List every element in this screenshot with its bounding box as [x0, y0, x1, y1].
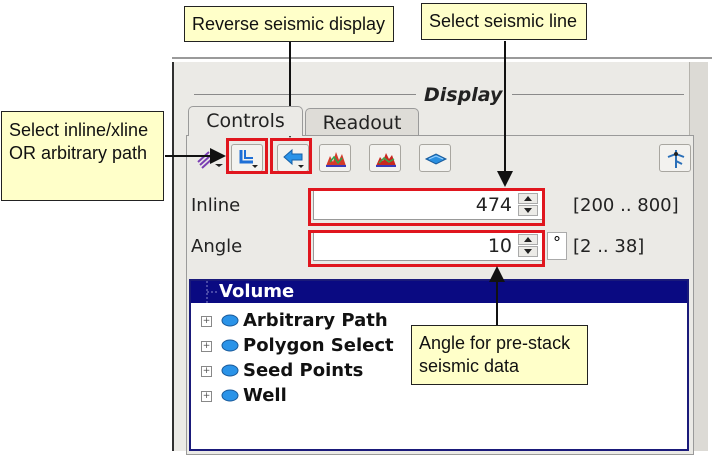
object-icon	[221, 389, 239, 402]
seismic-variable-density-button[interactable]	[369, 144, 401, 172]
seismic-wiggle-icon	[326, 152, 346, 167]
object-icon	[221, 339, 239, 352]
angle-stepper[interactable]	[518, 234, 540, 258]
well-tool-button[interactable]	[659, 144, 691, 172]
highlight-angle-field	[308, 230, 545, 267]
expand-icon[interactable]: +	[201, 341, 212, 352]
tree-item-label: Well	[243, 385, 287, 406]
inline-crossline-selector-button[interactable]	[231, 144, 263, 172]
inline-label: Inline	[191, 195, 241, 216]
dock-title: Display	[424, 84, 503, 106]
callout-select-line: Select seismic line	[421, 3, 587, 40]
callout-select-path-text: Select inline/xline OR arbitrary path	[9, 120, 149, 163]
callout-angle: Angle for pre-stack seismic data	[411, 325, 588, 385]
reverse-display-button[interactable]	[277, 144, 309, 172]
angle-unit: °	[553, 233, 561, 252]
dock-divider	[194, 94, 416, 95]
expand-icon[interactable]: +	[201, 391, 212, 402]
tree-item-label: Seed Points	[243, 360, 364, 381]
tree-item-label: Arbitrary Path	[243, 310, 388, 331]
angle-range: [2 .. 38]	[573, 236, 645, 257]
tree-header-label: Volume	[219, 281, 295, 302]
inline-spinbox[interactable]: 474	[313, 190, 543, 220]
expand-icon[interactable]: +	[201, 366, 212, 377]
angle-spinbox[interactable]: 10	[313, 231, 543, 261]
seismic-wiggle-button[interactable]	[319, 144, 351, 172]
inline-up-arrow[interactable]	[518, 193, 538, 204]
inline-range: [200 .. 800]	[573, 195, 679, 216]
angle-up-arrow[interactable]	[518, 234, 538, 245]
tab-readout-label: Readout	[322, 112, 402, 134]
highlight-selector-button	[226, 138, 268, 174]
tab-controls[interactable]: Controls	[188, 106, 303, 136]
callout-reverse: Reverse seismic display	[184, 6, 394, 42]
tree-item-label: Polygon Select	[243, 335, 394, 356]
reverse-display-icon	[283, 148, 304, 168]
horizon-surface-button[interactable]	[419, 144, 451, 172]
object-tree[interactable]: Volume + Arbitrary Path + Polygon Select…	[189, 279, 689, 451]
tab-controls-label: Controls	[206, 110, 285, 132]
highlight-reverse-button	[270, 138, 312, 174]
dock-divider	[512, 94, 684, 95]
inline-down-arrow[interactable]	[518, 205, 538, 216]
angle-value: 10	[487, 235, 512, 257]
angle-down-arrow[interactable]	[518, 246, 538, 257]
expand-icon[interactable]: +	[201, 316, 212, 327]
panel-top-border	[172, 57, 712, 59]
object-icon	[221, 314, 239, 327]
inline-stepper[interactable]	[518, 193, 540, 217]
callout-angle-text: Angle for pre-stack seismic data	[419, 333, 571, 376]
object-icon	[221, 364, 239, 377]
angle-unit-box: °	[547, 232, 567, 260]
horizon-surface-icon	[424, 153, 448, 165]
tree-header-row[interactable]: Volume	[191, 281, 687, 303]
dock-header: Display	[194, 84, 684, 106]
well-tool-icon	[667, 150, 685, 168]
callout-select-path: Select inline/xline OR arbitrary path	[1, 111, 164, 201]
angle-label: Angle	[191, 236, 243, 257]
inline-crossline-selector-icon	[239, 150, 258, 168]
highlight-inline-field	[308, 188, 545, 226]
callout-select-line-text: Select seismic line	[429, 11, 578, 31]
inline-value: 474	[475, 194, 512, 216]
tree-connector-icon	[206, 281, 217, 303]
tab-readout[interactable]: Readout	[305, 108, 419, 136]
inline-xline-path-icon[interactable]	[195, 144, 223, 172]
seismic-variable-density-icon	[376, 153, 396, 167]
callout-reverse-text: Reverse seismic display	[192, 14, 386, 34]
